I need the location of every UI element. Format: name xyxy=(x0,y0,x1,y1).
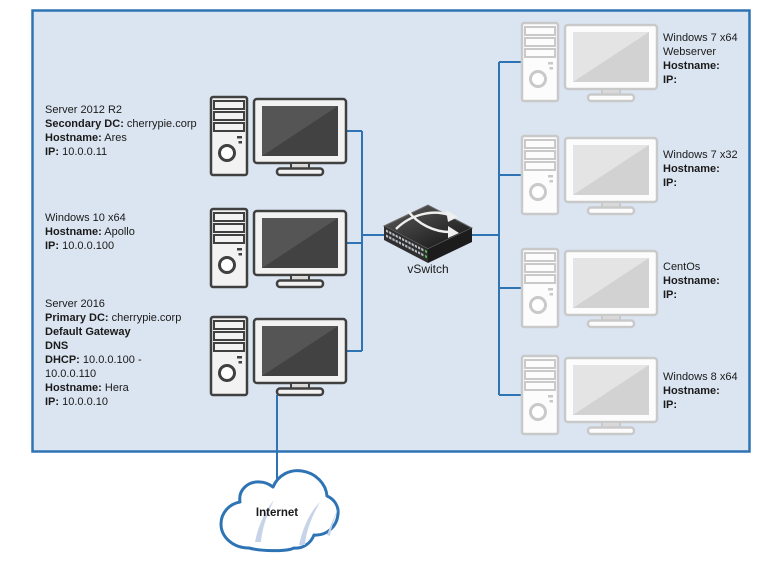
label-centos: CentOs Hostname: IP: xyxy=(663,260,748,302)
label-line: Hostname: xyxy=(663,384,748,398)
label-text: cherrypie.corp xyxy=(123,118,197,130)
label-bold: IP: xyxy=(663,399,678,411)
internet-cloud-icon xyxy=(219,469,340,553)
windows8-x64-computer-icon xyxy=(522,356,657,434)
label-line: Secondary DC: cherrypie.corp xyxy=(45,117,235,131)
label-line: Server 2016 xyxy=(45,297,235,311)
label-bold: Hostname: xyxy=(663,60,720,72)
cloud-swooshes xyxy=(255,500,338,545)
label-line: Hostname: Hera xyxy=(45,381,235,395)
label-line: Hostname: Ares xyxy=(45,131,235,145)
vswitch-front-face xyxy=(384,226,428,263)
label-line: IP: xyxy=(663,288,748,302)
label-bold: Default Gateway xyxy=(45,326,131,338)
vswitch-arrowheads xyxy=(446,210,459,238)
windows7-x64-computer-icon xyxy=(522,23,657,101)
label-line: Windows 10 x64 xyxy=(45,211,235,225)
centos-computer-icon xyxy=(522,249,657,327)
label-bold: IP: xyxy=(45,240,60,252)
label-line: Hostname: Apollo xyxy=(45,225,235,239)
vswitch-side-face xyxy=(428,228,472,263)
label-line: Webserver xyxy=(663,45,748,59)
label-windows7-x32: Windows 7 x32 Hostname: IP: xyxy=(663,148,748,190)
label-bold: Hostname: xyxy=(663,385,720,397)
label-line: IP: 10.0.0.100 xyxy=(45,239,235,253)
label-line: Windows 7 x32 xyxy=(663,148,748,162)
label-text: Webserver xyxy=(663,46,716,58)
label-bold: IP: xyxy=(663,289,678,301)
label-line: Windows 7 x64 xyxy=(663,31,748,45)
label-bold: Hostname: xyxy=(663,163,720,175)
label-line: Windows 8 x64 xyxy=(663,370,748,384)
label-text: Windows 7 x64 xyxy=(663,32,738,44)
label-bold: Hostname: xyxy=(45,382,102,394)
label-line: Hostname: xyxy=(663,59,748,73)
label-text: Hera xyxy=(101,382,129,394)
label-bold: Hostname: xyxy=(663,275,720,287)
windows7-x32-computer-icon xyxy=(522,136,657,214)
label-line: IP: xyxy=(663,398,748,412)
label-bold: Secondary DC: xyxy=(45,118,124,130)
label-line: Default Gateway xyxy=(45,325,235,339)
label-text: Server 2016 xyxy=(45,298,105,310)
label-text: 10.0.0.100 - xyxy=(79,354,142,366)
vswitch-crossed-arrows xyxy=(395,210,451,234)
label-line: DHCP: 10.0.0.100 - xyxy=(45,353,235,367)
label-bold: IP: xyxy=(45,146,60,158)
label-line: Primary DC: cherrypie.corp xyxy=(45,311,235,325)
label-bold: Hostname: xyxy=(45,226,102,238)
label-bold: DNS xyxy=(45,340,69,352)
label-line: CentOs xyxy=(663,260,748,274)
vswitch-icon xyxy=(382,204,474,263)
label-text: Windows 10 x64 xyxy=(45,212,126,224)
label-text: CentOs xyxy=(663,261,701,273)
internet-label: Internet xyxy=(255,507,299,519)
label-windows7-x64: Windows 7 x64 Webserver Hostname: IP: xyxy=(663,31,748,87)
label-windows8-x64: Windows 8 x64 Hostname: IP: xyxy=(663,370,748,412)
label-text: 10.0.0.11 xyxy=(59,146,108,158)
label-windows-10: Windows 10 x64 Hostname: Apollo IP: 10.0… xyxy=(45,211,235,253)
label-bold: Hostname: xyxy=(45,132,102,144)
label-bold: IP: xyxy=(45,396,60,408)
label-line: IP: xyxy=(663,176,748,190)
label-bold: IP: xyxy=(663,74,678,86)
label-line: IP: xyxy=(663,73,748,87)
label-text: Windows 8 x64 xyxy=(663,371,738,383)
cloud-outline xyxy=(219,469,340,553)
vswitch-led-lights xyxy=(425,249,427,259)
label-line: IP: 10.0.0.10 xyxy=(45,395,235,409)
label-text: Server 2012 R2 xyxy=(45,104,123,116)
label-line: IP: 10.0.0.11 xyxy=(45,145,235,159)
server-connector-lines xyxy=(346,130,392,352)
vswitch-ports xyxy=(386,229,427,259)
client-connector-lines xyxy=(468,61,521,396)
label-text: 10.0.0.110 xyxy=(45,368,97,380)
label-text: 10.0.0.100 xyxy=(59,240,115,252)
label-line: Hostname: xyxy=(663,274,748,288)
label-line: 10.0.0.110 xyxy=(45,367,235,381)
label-text: 10.0.0.10 xyxy=(59,396,108,408)
label-text: Apollo xyxy=(101,226,135,238)
label-bold: IP: xyxy=(663,177,678,189)
label-server-2016: Server 2016 Primary DC: cherrypie.corp D… xyxy=(45,297,235,409)
label-bold: Primary DC: xyxy=(45,312,109,324)
label-bold: DHCP: xyxy=(45,354,80,366)
label-line: DNS xyxy=(45,339,235,353)
label-text: Windows 7 x32 xyxy=(663,149,738,161)
label-text: cherrypie.corp xyxy=(108,312,182,324)
label-server-2012r2: Server 2012 R2 Secondary DC: cherrypie.c… xyxy=(45,103,235,159)
label-line: Hostname: xyxy=(663,162,748,176)
label-text: Ares xyxy=(101,132,127,144)
label-line: Server 2012 R2 xyxy=(45,103,235,117)
vswitch-label: vSwitch xyxy=(407,262,449,276)
